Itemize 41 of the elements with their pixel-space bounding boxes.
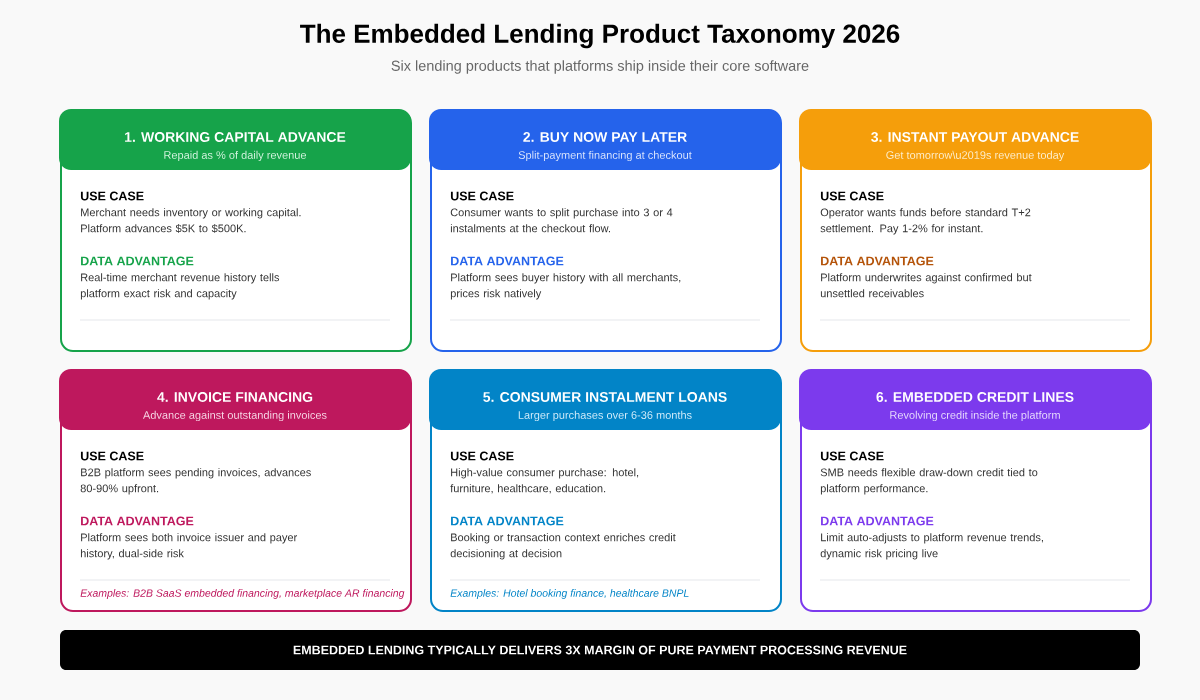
section-heading: DATA ADVANTAGE [821, 256, 934, 266]
section-heading: DATA ADVANTAGE [451, 516, 564, 526]
section-heading: USE CASE [820, 191, 884, 201]
body-text: Operator wants funds before standard T+2 settlement. Pay 1-2% for instant. [820, 208, 1031, 235]
card [429, 369, 782, 612]
body-text: Real-time merchant revenue history tells platform exact risk and capacity [80, 273, 280, 300]
card [799, 369, 1152, 612]
card [59, 369, 412, 612]
card [59, 109, 412, 352]
section-heading: DATA ADVANTAGE [821, 516, 934, 526]
body-text: Platform underwrites against confirmed but unsettled receivables [820, 273, 1032, 298]
body-text: Consumer wants to split purchase into 3 or 4 instalments at the checkout flow. [450, 208, 673, 233]
body-text: Booking or transaction context enriches credit decisioning at decision [450, 533, 676, 560]
section-heading: DATA ADVANTAGE [451, 256, 564, 266]
section-heading: DATA ADVANTAGE [81, 516, 194, 526]
section-heading: USE CASE [450, 451, 514, 461]
summary-banner: EMBEDDED LENDING TYPICALLY DELIVERS 3X MARGIN OF PURE PAYMENT PROCESSING REVENUE [60, 630, 1140, 670]
subtitle: Six lending products that platforms ship inside their core software [391, 60, 809, 74]
section-heading: USE CASE [80, 191, 144, 201]
card [799, 109, 1152, 352]
body-text: Merchant needs inventory or working capital. Platform advances $5K to $500K. [81, 208, 301, 233]
body-text: Limit auto-adjusts to platform revenue trends, dynamic risk pricing live [820, 533, 1043, 560]
section-heading: USE CASE [820, 451, 884, 461]
card-header: 1. WORKING CAPITAL ADVANCE Repaid as % of daily revenue [59, 109, 411, 170]
body-text: B2B platform sees pending invoices, advances 80-90% upfront. [80, 468, 311, 495]
body-text: Platform sees buyer history with all merchants, prices risk natively [450, 273, 681, 300]
body-text: High-value consumer purchase: hotel, furniture, healthcare, education. [450, 468, 639, 494]
section-heading: USE CASE [450, 191, 514, 201]
examples-text: Examples: Hotel booking finance, healthcare BNPL [450, 589, 689, 599]
section-heading: DATA ADVANTAGE [81, 256, 194, 266]
examples-text: Examples: B2B SaaS embedded financing, marketplace AR financing [80, 589, 405, 599]
title: The Embedded Lending Product Taxonomy 2026 [300, 23, 900, 49]
body-text: Platform sees both invoice issuer and payer history, dual-side risk [81, 533, 298, 560]
card-header: 3. INSTANT PAYOUT ADVANCE Get tomorrow\u2019s revenue today [799, 109, 1151, 170]
card-header: 6. EMBEDDED CREDIT LINES Revolving credit inside the platform [799, 369, 1151, 430]
section-heading: USE CASE [80, 451, 144, 461]
card-header: 2. BUY NOW PAY LATER Split-payment financing at checkout [429, 109, 781, 170]
body-text: SMB needs flexible draw-down credit tied to platform performance. [820, 468, 1038, 495]
card [429, 109, 782, 352]
card-header: 5. CONSUMER INSTALMENT LOANS Larger purchases over 6-36 months [429, 369, 781, 430]
card-header: 4. INVOICE FINANCING Advance against outstanding invoices [59, 369, 411, 430]
